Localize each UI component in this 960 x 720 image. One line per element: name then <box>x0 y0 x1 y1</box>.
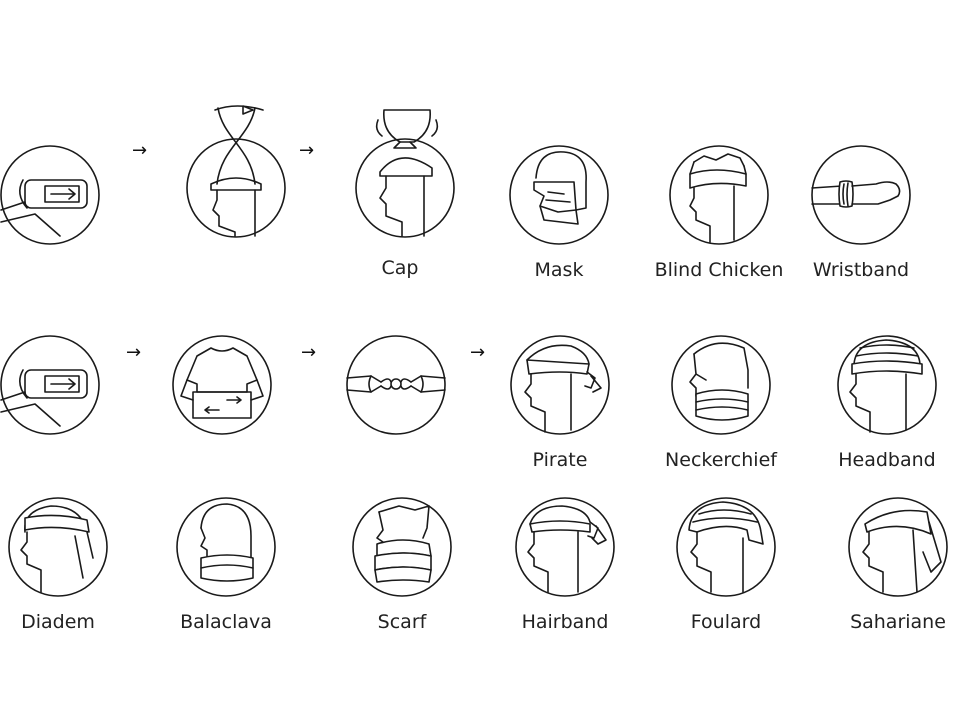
style-label: Pirate <box>532 449 588 471</box>
style-headband: Headband <box>822 330 952 472</box>
fold-illustration <box>0 145 100 245</box>
step-fold-1 <box>0 140 115 250</box>
style-label: Mask <box>534 259 584 281</box>
style-scarf: Scarf <box>337 492 467 634</box>
wristband-illustration <box>811 145 911 245</box>
step-turn <box>157 330 287 440</box>
style-label: Foulard <box>690 611 762 633</box>
cap-illustration <box>355 109 455 238</box>
style-label: Sahariane <box>850 611 946 633</box>
step-fold-2 <box>0 330 115 440</box>
style-label: Scarf <box>377 611 427 633</box>
style-label: Neckerchief <box>665 449 777 471</box>
headband-illustration <box>837 335 937 435</box>
foulard-illustration <box>676 497 776 597</box>
style-foulard: Foulard <box>661 492 791 634</box>
balaclava-illustration <box>176 497 276 597</box>
style-diadem: Diadem <box>0 492 123 634</box>
arrow-icon: → <box>126 342 142 363</box>
diadem-illustration <box>8 497 108 597</box>
arrow-icon: → <box>470 342 486 363</box>
style-label: Blind Chicken <box>654 259 784 281</box>
arrow-icon: → <box>299 140 315 161</box>
sahariane-illustration <box>848 497 948 597</box>
neckerchief-illustration <box>671 335 771 435</box>
style-label: Cap <box>381 257 419 279</box>
arrow-icon: → <box>132 140 148 161</box>
style-label: Balaclava <box>180 611 272 633</box>
style-neckerchief: Neckerchief <box>656 330 786 472</box>
style-label: Wristband <box>812 259 910 281</box>
style-pirate: Pirate <box>495 330 625 472</box>
style-blind-chicken: Blind Chicken <box>654 140 784 282</box>
step-twist <box>168 98 298 248</box>
pirate-illustration <box>510 335 610 435</box>
turn-illustration <box>172 335 272 435</box>
style-label: Hairband <box>521 611 609 633</box>
style-sahariane: Sahariane <box>833 492 960 634</box>
step-knot <box>331 330 461 440</box>
style-cap: Cap <box>335 98 465 280</box>
fold-illustration <box>0 335 100 435</box>
style-label: Headband <box>838 449 936 471</box>
hairband-illustration <box>515 497 615 597</box>
arrow-icon: → <box>301 342 317 363</box>
style-wristband: Wristband <box>796 140 926 282</box>
style-mask: Mask <box>494 140 624 282</box>
style-balaclava: Balaclava <box>161 492 291 634</box>
style-label: Diadem <box>21 611 95 633</box>
twist-illustration <box>186 105 286 238</box>
scarf-illustration <box>352 497 452 597</box>
mask-illustration <box>509 145 609 245</box>
blind-chicken-illustration <box>669 145 769 245</box>
style-hairband: Hairband <box>500 492 630 634</box>
knot-illustration <box>346 335 446 435</box>
